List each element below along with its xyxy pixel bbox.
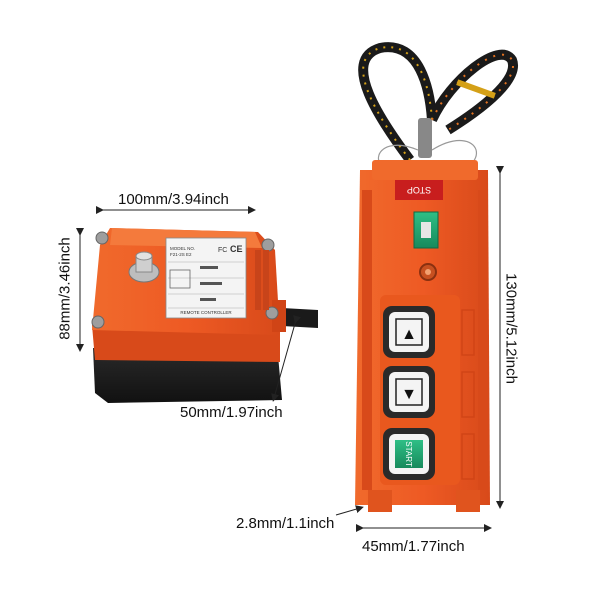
ce-mark: CE bbox=[230, 244, 243, 254]
start-label: START bbox=[404, 441, 413, 467]
model-value: F21-2S E2 bbox=[170, 252, 192, 257]
receiver-width-label: 100mm/3.94inch bbox=[118, 191, 229, 208]
screw-icon bbox=[261, 238, 275, 252]
start-button[interactable]: START bbox=[383, 428, 435, 480]
fc-mark: FC bbox=[218, 247, 227, 254]
down-arrow-icon: ▼ bbox=[401, 386, 417, 403]
transmitter-unit: STOP ▲ ▼ bbox=[355, 42, 518, 512]
lanyard bbox=[358, 42, 518, 179]
product-name: REMOTE CONTROLLER bbox=[180, 310, 232, 315]
down-button[interactable]: ▼ bbox=[383, 366, 435, 418]
transmitter-thickness-label: 2.8mm/1.1inch bbox=[236, 515, 335, 532]
receiver-unit: CE FC MODEL NO. F21-2S E2 REMOTE CONTROL… bbox=[91, 228, 318, 403]
up-button[interactable]: ▲ bbox=[383, 306, 435, 358]
transmitter-dimension-lines bbox=[335, 166, 504, 532]
antenna-connector bbox=[128, 251, 160, 283]
up-arrow-icon: ▲ bbox=[401, 326, 417, 343]
receiver-dimension-lines bbox=[76, 206, 301, 402]
stop-label: STOP bbox=[407, 185, 431, 195]
receiver-height-label: 88mm/3.46inch bbox=[56, 237, 74, 340]
receiver-depth-label: 50mm/1.97inch bbox=[180, 404, 283, 421]
transmitter-width-label: 45mm/1.77inch bbox=[362, 538, 465, 555]
screw-icon bbox=[95, 231, 109, 245]
model-text: MODEL NO. bbox=[170, 246, 195, 251]
transmitter-height-label: 130mm/5.12inch bbox=[502, 273, 520, 384]
screw-icon bbox=[91, 315, 105, 329]
